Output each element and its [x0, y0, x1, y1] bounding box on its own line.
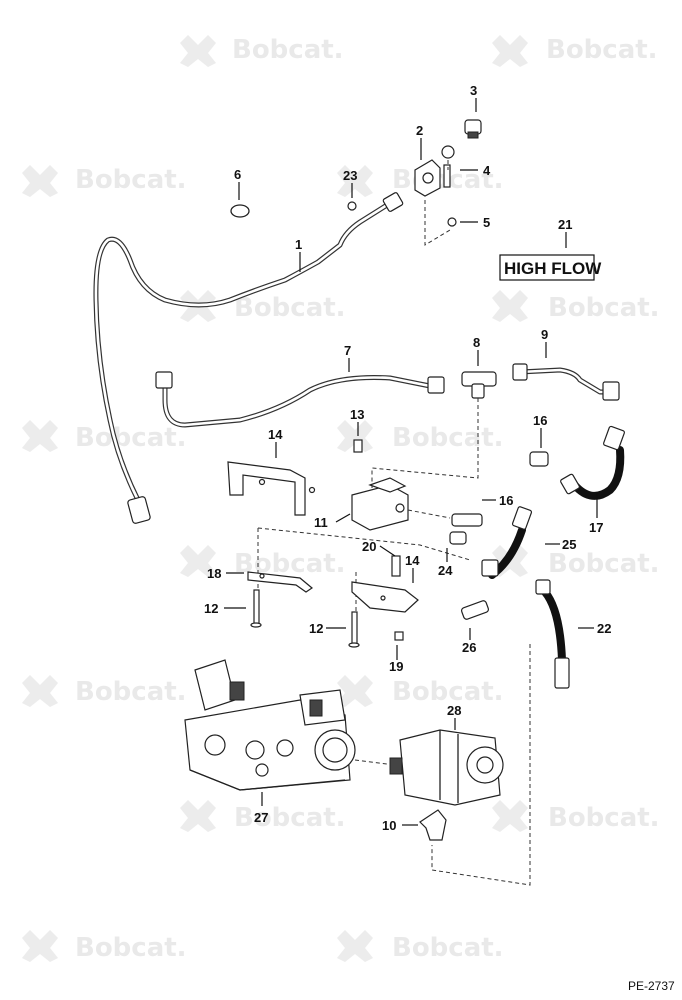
- nut-5: [447, 217, 457, 227]
- tube-assembly-1: [93, 192, 404, 524]
- fitting-26: [449, 531, 467, 545]
- callout-8: 8: [473, 335, 480, 350]
- callout-18: 17: [589, 520, 603, 535]
- callout-29: 28: [447, 703, 461, 718]
- bracket-15: [227, 461, 316, 516]
- callout-labels: 3 2 4 6 23 5 21 1 9 8 7 13 16 14 16 11 1…: [204, 83, 611, 833]
- callout-20: 20: [362, 539, 376, 554]
- high-flow-box: HIGH FLOW: [499, 254, 602, 281]
- watermark: Bobcat.: [180, 800, 346, 833]
- callout-16: 16: [533, 413, 547, 428]
- bolt-12: [348, 611, 360, 648]
- watermark: Bobcat.: [492, 800, 660, 833]
- callout-11: 11: [314, 515, 328, 530]
- watermark: Bobcat.: [337, 930, 504, 963]
- fitting-17: [451, 513, 483, 527]
- bolt-13: [353, 439, 363, 453]
- watermark-layer: Bobcat. Bobcat. Bobcat. Bobcat. Bobcat. …: [22, 35, 660, 963]
- svg-text:Bobcat.: Bobcat.: [75, 423, 187, 453]
- fitting-28: [460, 600, 490, 620]
- callout-14: 14: [405, 553, 420, 568]
- callout-3: 3: [470, 83, 477, 98]
- hydrostatic-pump-23: [184, 659, 356, 791]
- watermark: Bobcat.: [492, 35, 658, 67]
- hose-27: [481, 506, 533, 579]
- svg-text:Bobcat.: Bobcat.: [548, 293, 660, 323]
- svg-text:Bobcat.: Bobcat.: [548, 803, 660, 833]
- gear-pump-29: [389, 729, 504, 806]
- tee-fitting-8: [461, 371, 497, 399]
- callout-6: 6: [234, 167, 241, 182]
- svg-text:Bobcat.: Bobcat.: [234, 293, 346, 323]
- callout-12: 12: [309, 621, 323, 636]
- svg-text:Bobcat.: Bobcat.: [546, 35, 658, 65]
- hose-18: [560, 425, 625, 500]
- callout-28: 26: [462, 640, 476, 655]
- svg-text:Bobcat.: Bobcat.: [392, 423, 504, 453]
- callout-7: 7: [344, 343, 351, 358]
- clamp-4: [441, 145, 455, 188]
- callout-22: 21: [558, 217, 572, 232]
- watermark: Bobcat.: [492, 290, 660, 323]
- bracket-21: [247, 571, 314, 593]
- bracket-14: [351, 581, 419, 613]
- tube-9: [512, 363, 620, 401]
- nut-25: [347, 201, 357, 211]
- watermark: Bobcat.: [22, 675, 187, 707]
- svg-text:Bobcat.: Bobcat.: [234, 803, 346, 833]
- callout-21: 18: [207, 566, 221, 581]
- watermark: Bobcat.: [22, 930, 187, 963]
- watermark: Bobcat.: [337, 675, 504, 707]
- svg-text:Bobcat.: Bobcat.: [392, 677, 504, 707]
- watermark: Bobcat.: [180, 290, 346, 323]
- watermark: Bobcat.: [22, 165, 187, 197]
- tube-7: [155, 371, 445, 428]
- watermark: Bobcat.: [22, 420, 187, 453]
- callout-13: 13: [350, 407, 364, 422]
- drawing-reference: PE-2737: [628, 979, 675, 993]
- callout-23: 27: [254, 810, 268, 825]
- svg-text:Bobcat.: Bobcat.: [75, 677, 187, 707]
- bulkhead-fitting-3: [464, 119, 482, 139]
- callout-25: 23: [343, 168, 357, 183]
- valve-block-11: [351, 477, 409, 531]
- callout-10: 10: [382, 818, 396, 833]
- callout-17: 16: [499, 493, 513, 508]
- clamp-ring-6: [230, 204, 250, 218]
- nut-19: [394, 631, 404, 641]
- fitting-16: [529, 451, 549, 467]
- elbow-fitting-10: [419, 809, 447, 841]
- leader-lines: [224, 98, 598, 826]
- svg-text:Bobcat.: Bobcat.: [75, 165, 187, 195]
- callout-12: 12: [204, 601, 218, 616]
- callout-5: 5: [483, 215, 490, 230]
- svg-text:Bobcat.: Bobcat.: [392, 933, 504, 963]
- callout-19: 19: [389, 659, 403, 674]
- callout-26: 24: [438, 563, 453, 578]
- callout-27: 25: [562, 537, 576, 552]
- high-flow-label: HIGH FLOW: [504, 259, 602, 278]
- callout-9: 9: [541, 327, 548, 342]
- bolt-12: [250, 589, 262, 628]
- bolt-20: [391, 555, 401, 577]
- callout-15: 14: [268, 427, 283, 442]
- svg-text:Bobcat.: Bobcat.: [75, 933, 187, 963]
- svg-text:Bobcat.: Bobcat.: [548, 549, 660, 579]
- watermark: Bobcat.: [180, 35, 344, 67]
- bracket-2: [414, 159, 441, 197]
- hose-24: [535, 579, 570, 689]
- callout-2: 2: [416, 123, 423, 138]
- callout-24: 22: [597, 621, 611, 636]
- svg-text:Bobcat.: Bobcat.: [232, 35, 344, 65]
- callout-1: 1: [295, 237, 302, 252]
- callout-4: 4: [483, 163, 491, 178]
- watermark: Bobcat.: [337, 420, 504, 453]
